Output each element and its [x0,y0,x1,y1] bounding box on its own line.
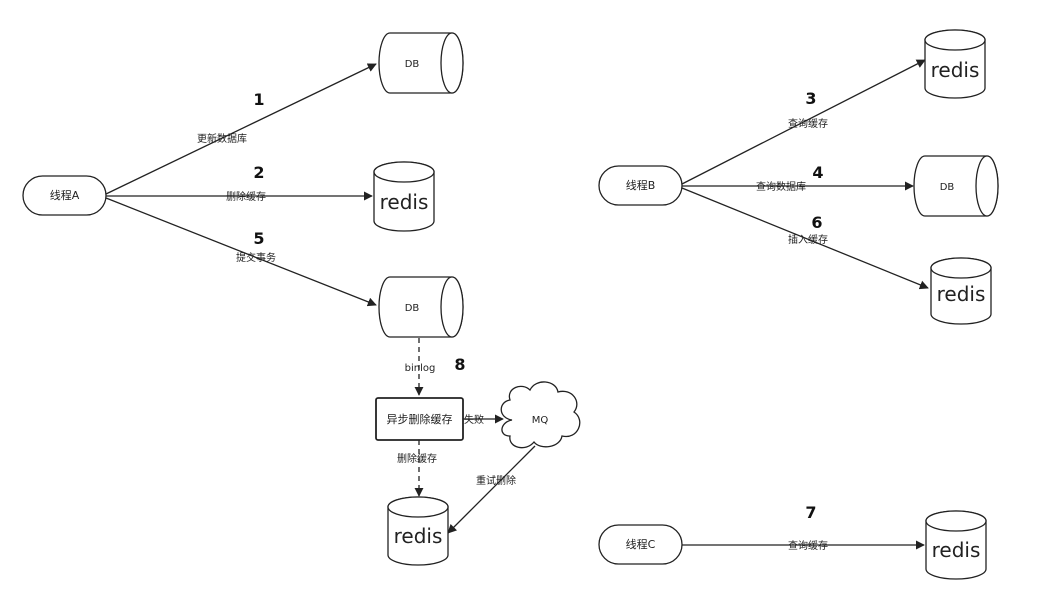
label-insert-cache: 插入缓存 [788,233,828,246]
redis-a-cylinder: redis [373,161,435,232]
db-right-label: DB [940,182,955,193]
redis-b-bottom-label: redis [937,282,986,306]
edge-a-to-db-mid [105,197,377,307]
redis-retry-cylinder: redis [387,496,449,566]
redis-b-top-label: redis [931,58,980,82]
db-mid-label: DB [405,303,420,314]
edge-mq-retry [447,445,536,534]
redis-retry-label: redis [394,524,443,548]
label-query-cache-c: 查询缓存 [788,539,828,552]
redis-a-label: redis [380,190,429,214]
edge-b-to-redis-bottom [681,187,929,290]
mq-cloud: MQ [500,381,581,449]
redis-c-cylinder: redis [925,510,987,580]
async-delete-process: 异步删除缓存 [375,397,464,441]
step-6: 6 [811,213,822,232]
label-update-db: 更新数据库 [197,132,247,145]
step-7: 7 [805,503,816,522]
async-delete-label: 异步删除缓存 [387,412,453,426]
redis-c-label: redis [932,538,981,562]
thread-a-node: 线程A [22,175,107,216]
mq-label: MQ [532,415,549,426]
db-right-cylinder: DB [913,155,999,217]
db-top-cylinder: DB [378,32,464,94]
db-mid-cylinder: DB [378,276,464,338]
thread-a-label: 线程A [50,188,80,202]
step-5: 5 [253,229,264,248]
redis-b-top-cylinder: redis [924,29,986,99]
label-query-cache-b: 查询缓存 [788,117,828,130]
step-3: 3 [805,89,816,108]
label-binlog: binlog [405,363,436,374]
label-retry-delete: 重试删除 [476,474,516,487]
label-commit-tx: 提交事务 [236,251,276,264]
label-delete-cache: 删除缓存 [226,190,266,203]
thread-c-node: 线程C [598,524,683,565]
redis-b-bottom-cylinder: redis [930,257,992,325]
edge-b-to-redis-top [681,59,926,185]
step-8: 8 [454,355,465,374]
thread-b-node: 线程B [598,165,683,206]
thread-c-label: 线程C [626,537,656,551]
step-2: 2 [253,163,264,182]
step-4: 4 [812,163,823,182]
label-query-db: 查询数据库 [756,180,806,193]
step-1: 1 [253,90,264,109]
db-top-label: DB [405,59,420,70]
label-delete-cache-async: 删除缓存 [397,452,437,465]
thread-b-label: 线程B [626,178,656,192]
edge-a-to-db-top [105,63,377,195]
label-fail: 失败 [464,413,484,426]
